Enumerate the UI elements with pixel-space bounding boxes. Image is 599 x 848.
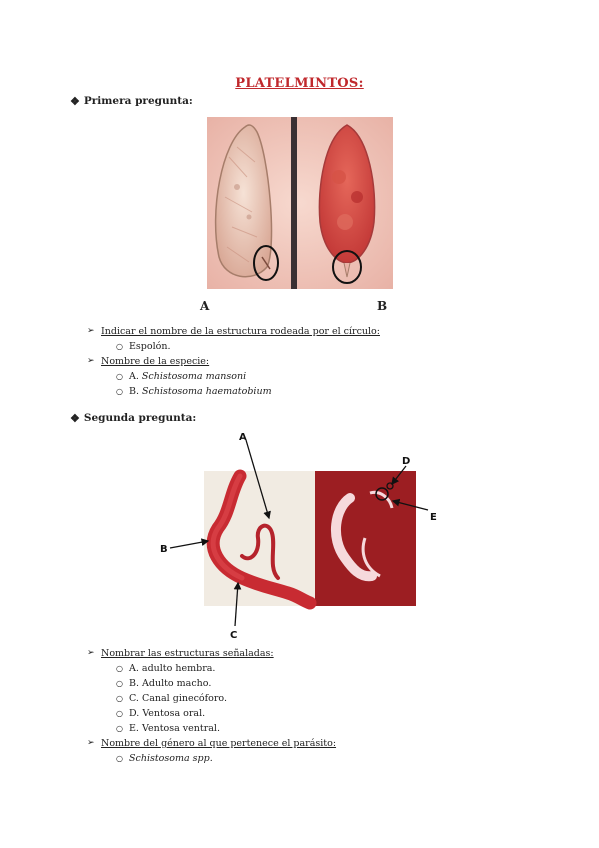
section-heading-text: Segunda pregunta: — [83, 412, 197, 424]
eggs-micrograph — [207, 117, 393, 289]
circle-bullet-icon: ○ — [116, 342, 123, 351]
arrow-bullet-icon: ➢ — [87, 738, 95, 748]
circle-bullet-icon: ○ — [116, 724, 123, 733]
answer-text: A. adulto hembra. — [129, 663, 216, 674]
answer-text: Schistosoma mansoni — [141, 371, 247, 382]
circle-bullet-icon: ○ — [116, 387, 123, 396]
figure-label-c: C — [230, 630, 237, 638]
answer-item: ○ Schistosoma spp. — [101, 751, 336, 766]
arrow-bullet-icon: ➢ — [87, 326, 95, 336]
diamond-bullet-icon: ❖ — [70, 411, 80, 425]
section2-question-list: ➢ Nombrar las estructuras señaladas: ○ A.… — [87, 646, 336, 766]
circle-bullet-icon: ○ — [116, 754, 123, 763]
answer-item: ○ D. Ventosa oral. — [101, 706, 336, 721]
diamond-bullet-icon: ❖ — [70, 94, 80, 108]
answer-item: ○ Espolón. — [101, 339, 380, 354]
figure-label-b: B — [160, 544, 168, 555]
circle-bullet-icon: ○ — [116, 372, 123, 381]
section-heading-2: ❖ Segunda pregunta: — [70, 412, 196, 424]
arrow-bullet-icon: ➢ — [87, 648, 95, 658]
figure-label-d: D — [402, 456, 410, 467]
figure-label-a: A — [239, 432, 247, 443]
answer-text: Schistosoma spp. — [129, 753, 213, 764]
circle-bullet-icon: ○ — [116, 664, 123, 673]
question-item: ➢ Nombre del género al que pertenece el … — [87, 736, 336, 766]
answer-item: ○ B. Schistosoma haematobium — [101, 384, 380, 399]
question-text: Indicar el nombre de la estructura rodea… — [101, 326, 380, 337]
page-title: PLATELMINTOS: — [235, 76, 364, 91]
question-text: Nombrar las estructuras señaladas: — [101, 648, 274, 659]
figure-label-a: A — [200, 299, 210, 313]
answer-text: D. Ventosa oral. — [129, 708, 206, 719]
question-item: ➢ Nombre de la especie: ○ A. Schistosoma … — [87, 354, 380, 399]
question-item: ➢ Nombrar las estructuras señaladas: ○ A.… — [87, 646, 336, 736]
question-text: Nombre del género al que pertenece el pa… — [101, 738, 337, 749]
circle-bullet-icon: ○ — [116, 694, 123, 703]
figure-label-e: E — [430, 512, 437, 523]
arrow-bullet-icon: ➢ — [87, 356, 95, 366]
figure-label-b: B — [377, 299, 388, 313]
section1-question-list: ➢ Indicar el nombre de la estructura rod… — [87, 324, 380, 399]
answer-item: ○ E. Ventosa ventral. — [101, 721, 336, 736]
circle-bullet-icon: ○ — [116, 679, 123, 688]
answer-text: Espolón. — [129, 341, 171, 352]
answer-item: ○ C. Canal ginecóforo. — [101, 691, 336, 706]
answer-text: E. Ventosa ventral. — [129, 723, 220, 734]
section-heading-text: Primera pregunta: — [83, 95, 193, 107]
schistosoma-adults-figure: A B C D E — [160, 428, 440, 638]
section-heading-1: ❖ Primera pregunta: — [70, 95, 193, 107]
answer-prefix: A. — [129, 371, 142, 382]
answer-item: ○ B. Adulto macho. — [101, 676, 336, 691]
answer-prefix: B. — [129, 386, 143, 397]
answer-text: B. Adulto macho. — [129, 678, 212, 689]
answer-item: ○ A. adulto hembra. — [101, 661, 336, 676]
question-text: Nombre de la especie: — [101, 356, 210, 367]
answer-text: Schistosoma haematobium — [142, 386, 272, 397]
question-item: ➢ Indicar el nombre de la estructura rod… — [87, 324, 380, 354]
answer-item: ○ A. Schistosoma mansoni — [101, 369, 380, 384]
circle-bullet-icon: ○ — [116, 709, 123, 718]
answer-text: C. Canal ginecóforo. — [129, 693, 227, 704]
